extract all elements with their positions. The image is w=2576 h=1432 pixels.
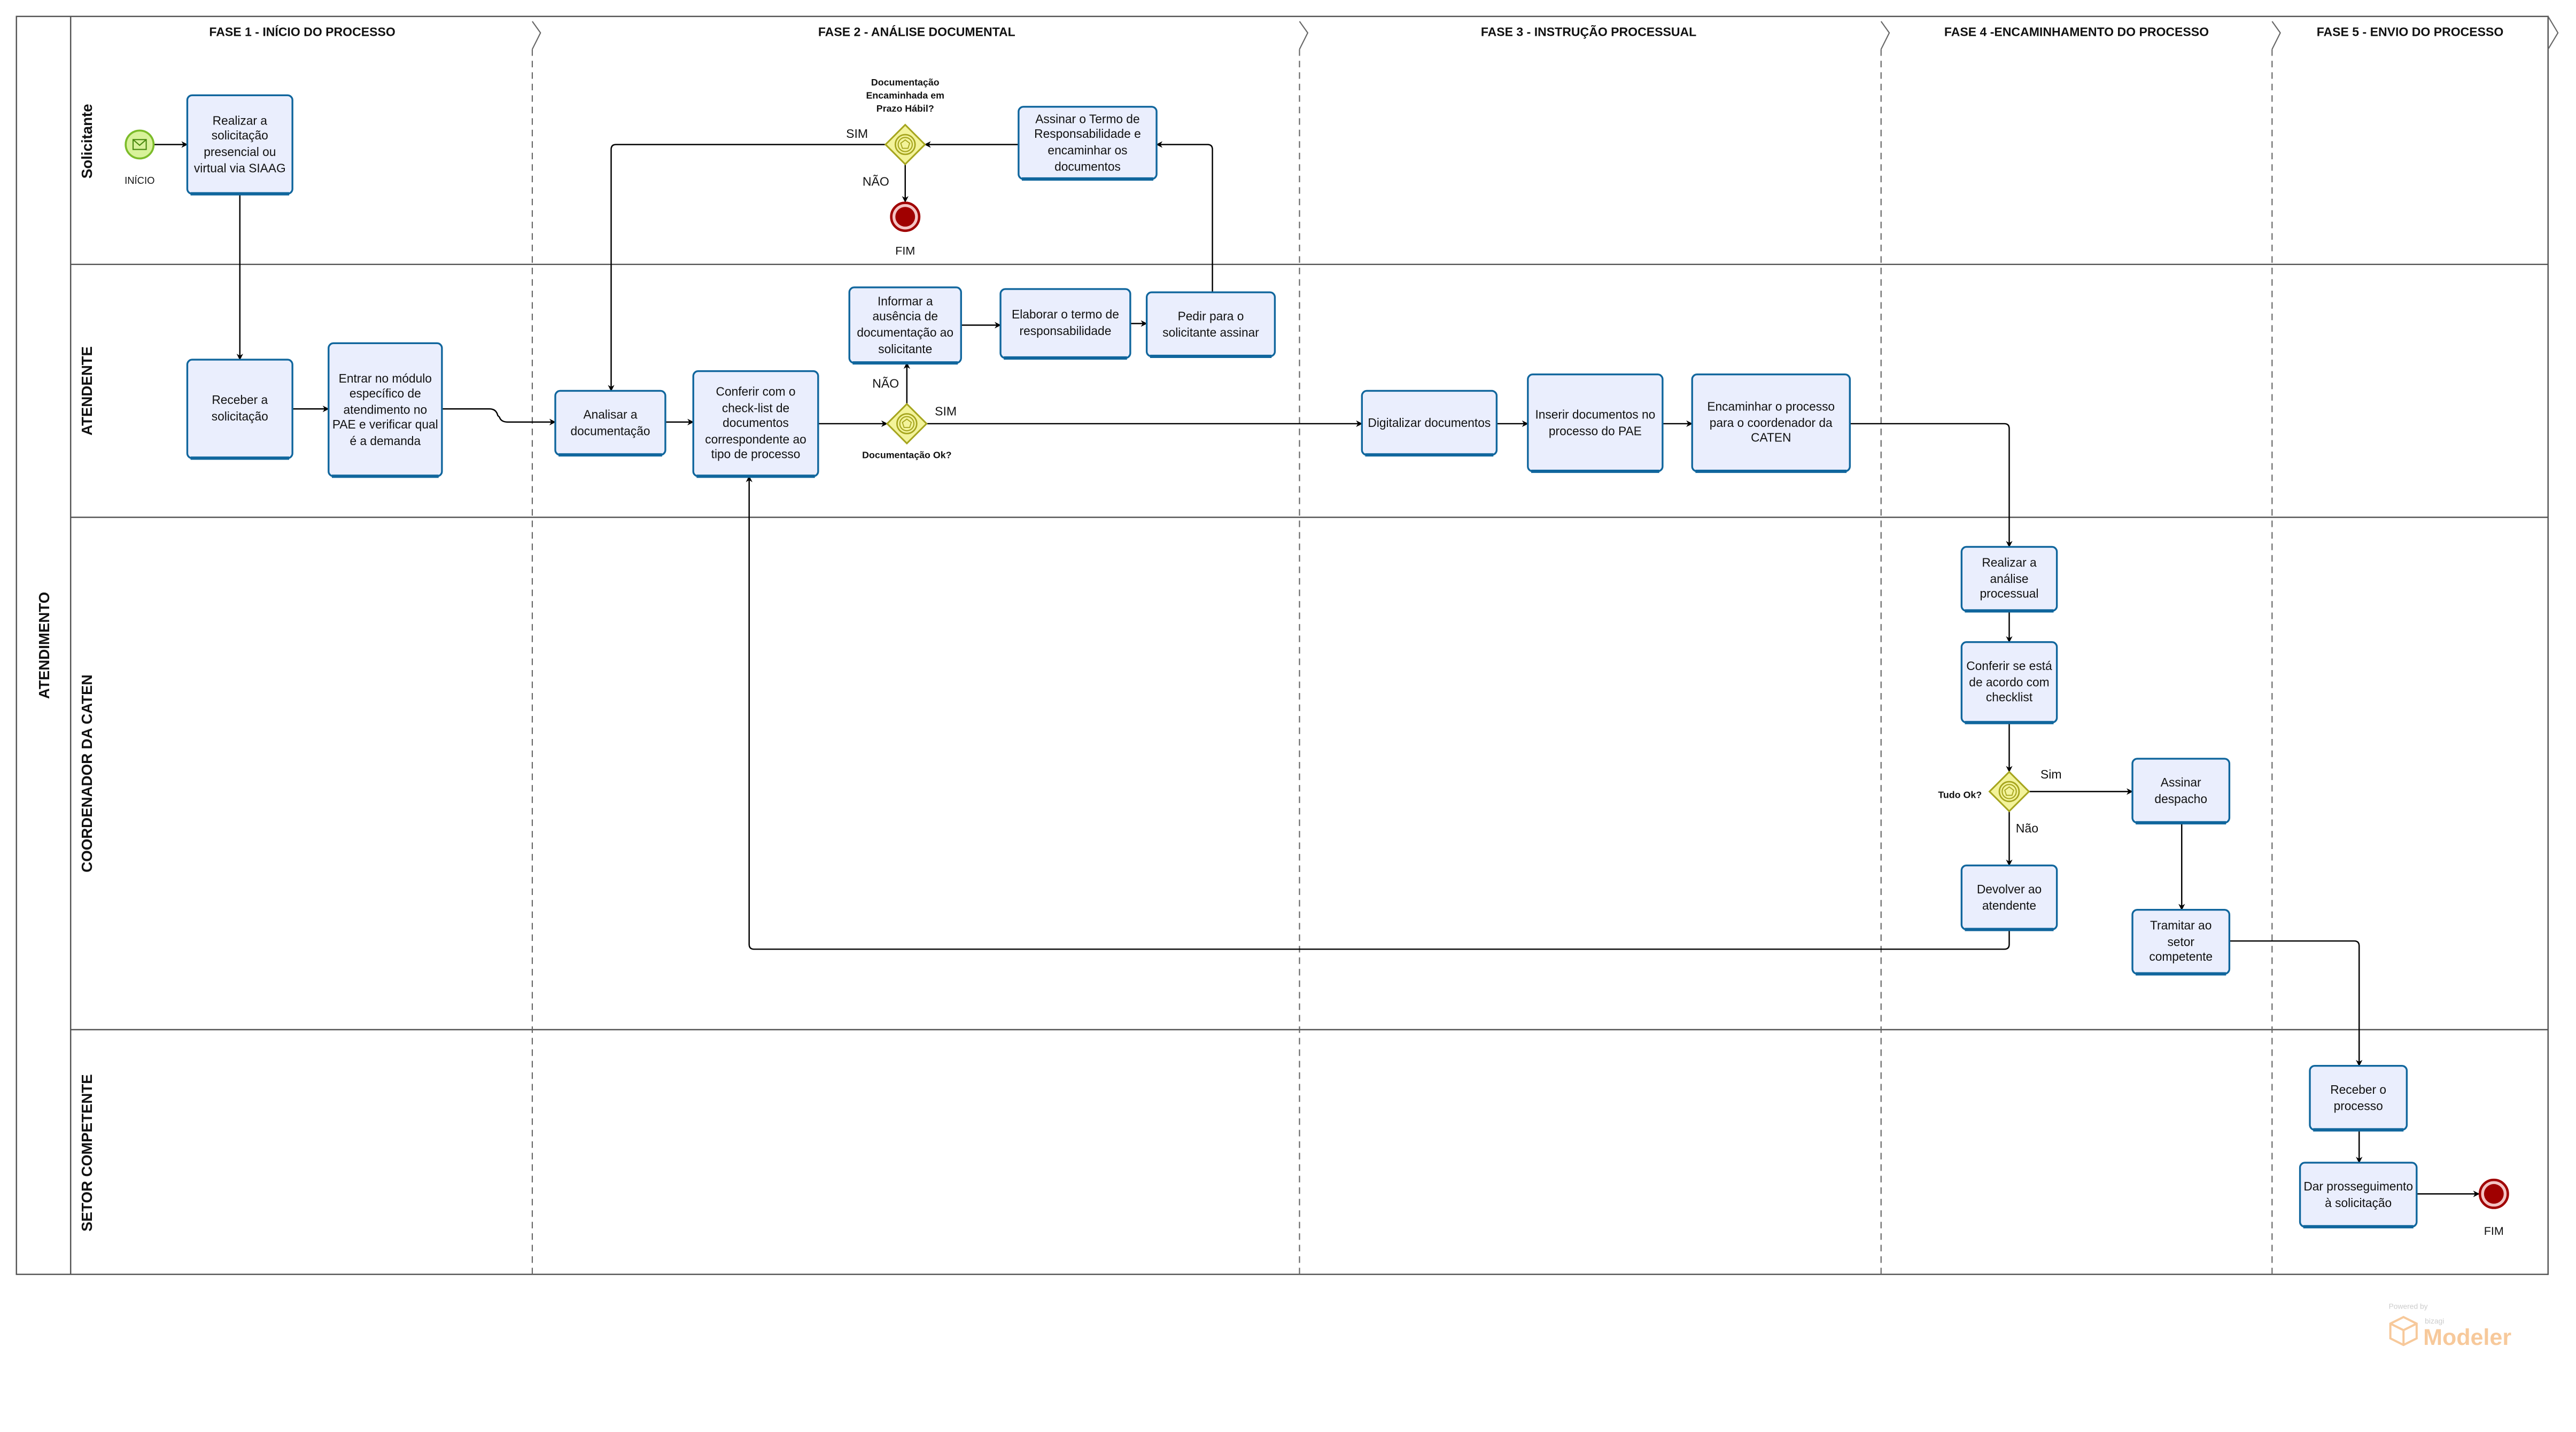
task-t18[interactable]: Receber o processo <box>2309 1064 2408 1132</box>
task-label: Entrar no módulo específico de atendimen… <box>332 370 438 448</box>
phase-3-title: FASE 3 - INSTRUÇÃO PROCESSUAL <box>1481 25 1696 39</box>
task-label: Realizar a análise processual <box>1980 555 2039 602</box>
task-t13[interactable]: Realizar a análise processual <box>1960 546 2058 613</box>
task-t6[interactable]: Informar a ausência de documentação ao s… <box>848 286 962 365</box>
pool <box>15 15 2549 1275</box>
sequence-flow[interactable] <box>1155 141 1213 293</box>
lane-label-coordenador: COORDENADOR DA CATEN <box>79 674 95 872</box>
sequence-flow[interactable] <box>1850 423 2013 548</box>
g2-yes-label: SIM <box>846 127 868 141</box>
gateway-1-label: Documentação Ok? <box>862 449 951 460</box>
task-t7[interactable]: Elaborar o termo de responsabilidade <box>999 288 1131 360</box>
bizagi-watermark: Powered by bizagi Modeler <box>2389 1302 2512 1350</box>
complex-gateway-icon <box>896 413 918 434</box>
end-event-1-label: FIM <box>895 244 915 257</box>
task-t10[interactable]: Digitalizar documentos <box>1361 390 1498 457</box>
pool-label: ATENDIMENTO <box>36 592 52 699</box>
task-t12[interactable]: Encaminhar o processo para o coordenador… <box>1691 373 1851 473</box>
task-t2[interactable]: Receber a solicitação <box>186 359 293 460</box>
gateway-2-label-line2: Encaminhada em <box>866 90 944 100</box>
start-event-label: INÍCIO <box>125 175 154 186</box>
phase-4-title: FASE 4 -ENCAMINHAMENTO DO PROCESSO <box>1944 25 2209 39</box>
task-label: Encaminhar o processo para o coordenador… <box>1707 399 1835 446</box>
task-label: Assinar o Termo de Responsabilidade e en… <box>1034 111 1141 174</box>
task-t15[interactable]: Devolver ao atendente <box>1960 864 2058 931</box>
svg-text:bizagi: bizagi <box>2425 1317 2444 1325</box>
task-t4[interactable]: Analisar a documentação <box>554 390 666 457</box>
g2-no-label: NÃO <box>863 174 889 188</box>
end-event-2[interactable] <box>2478 1178 2509 1209</box>
end-event-1[interactable] <box>890 201 921 232</box>
svg-text:Powered by: Powered by <box>2389 1302 2428 1310</box>
lane-label-setor: SETOR COMPETENTE <box>79 1074 95 1232</box>
task-t8[interactable]: Pedir para o solicitante assinar <box>1145 291 1276 358</box>
task-label: Dar prosseguimento à solicitação <box>2303 1179 2414 1210</box>
task-label: Pedir para o solicitante assinar <box>1162 308 1259 339</box>
task-t14[interactable]: Conferir se está de acordo com checklist <box>1960 641 2058 725</box>
complex-gateway-icon <box>1998 781 2020 803</box>
task-label: Receber o processo <box>2330 1082 2387 1113</box>
phase-2-title: FASE 2 - ANÁLISE DOCUMENTAL <box>818 25 1015 39</box>
task-label: Conferir com o check-list de documentos … <box>705 384 806 462</box>
task-label: Realizar a solicitação presencial ou vir… <box>193 113 286 175</box>
gateway-2-label-line3: Prazo Hábil? <box>876 103 934 114</box>
task-label: Informar a ausência de documentação ao s… <box>857 293 954 356</box>
gateway-g1[interactable] <box>886 402 928 445</box>
start-event[interactable] <box>125 129 155 160</box>
envelope-icon <box>132 139 147 150</box>
task-t9[interactable]: Assinar o Termo de Responsabilidade e en… <box>1018 106 1158 181</box>
end-event-2-label: FIM <box>2484 1225 2504 1238</box>
task-label: Receber a solicitação <box>211 393 268 424</box>
gateway-3-label: Tudo Ok? <box>1938 790 1982 800</box>
phase-1-title: FASE 1 - INÍCIO DO PROCESSO <box>209 25 395 39</box>
g1-yes-label: SIM <box>935 404 957 418</box>
task-t1[interactable]: Realizar a solicitação presencial ou vir… <box>186 94 293 196</box>
g3-no-label: Não <box>2016 821 2038 835</box>
sequence-flow[interactable] <box>608 144 886 392</box>
gateway-g2[interactable] <box>884 123 926 166</box>
phase-5-title: FASE 5 - ENVIO DO PROCESSO <box>2317 25 2504 39</box>
svg-text:Modeler: Modeler <box>2423 1325 2511 1350</box>
task-label: Analisar a documentação <box>570 407 650 438</box>
g3-yes-label: Sim <box>2040 767 2062 781</box>
task-label: Elaborar o termo de responsabilidade <box>1012 307 1119 339</box>
task-label: Digitalizar documentos <box>1368 415 1491 430</box>
sequence-flow[interactable] <box>2229 940 2363 1067</box>
lane-label-atendente: ATENDENTE <box>79 346 95 435</box>
complex-gateway-icon <box>894 134 916 155</box>
task-label: Conferir se está de acordo com checklist <box>1966 658 2052 705</box>
gateway-2-label-line1: Documentação <box>871 77 940 88</box>
modeler-logo-icon <box>2389 1316 2418 1347</box>
sequence-flow[interactable] <box>441 408 556 426</box>
task-t17[interactable]: Tramitar ao setor competente <box>2131 908 2231 976</box>
task-label: Devolver ao atendente <box>1976 882 2042 913</box>
task-label: Assinar despacho <box>2154 775 2207 806</box>
task-label: Tramitar ao setor competente <box>2149 918 2213 964</box>
task-label: Inserir documentos no processo do PAE <box>1535 407 1656 438</box>
task-t5[interactable]: Conferir com o check-list de documentos … <box>692 370 819 478</box>
phase-dividers <box>531 16 2559 1274</box>
lane-label-solicitante: Solicitante <box>79 104 95 178</box>
g1-no-label: NÃO <box>872 376 899 390</box>
gateway-g3[interactable] <box>1988 771 2030 813</box>
sequence-flows <box>154 141 2480 1197</box>
sequence-flow[interactable] <box>746 476 2010 950</box>
task-t3[interactable]: Entrar no módulo específico de atendimen… <box>328 342 443 478</box>
task-t19[interactable]: Dar prosseguimento à solicitação <box>2299 1162 2418 1228</box>
task-t16[interactable]: Assinar despacho <box>2131 758 2231 824</box>
task-t11[interactable]: Inserir documentos no processo do PAE <box>1527 373 1664 473</box>
